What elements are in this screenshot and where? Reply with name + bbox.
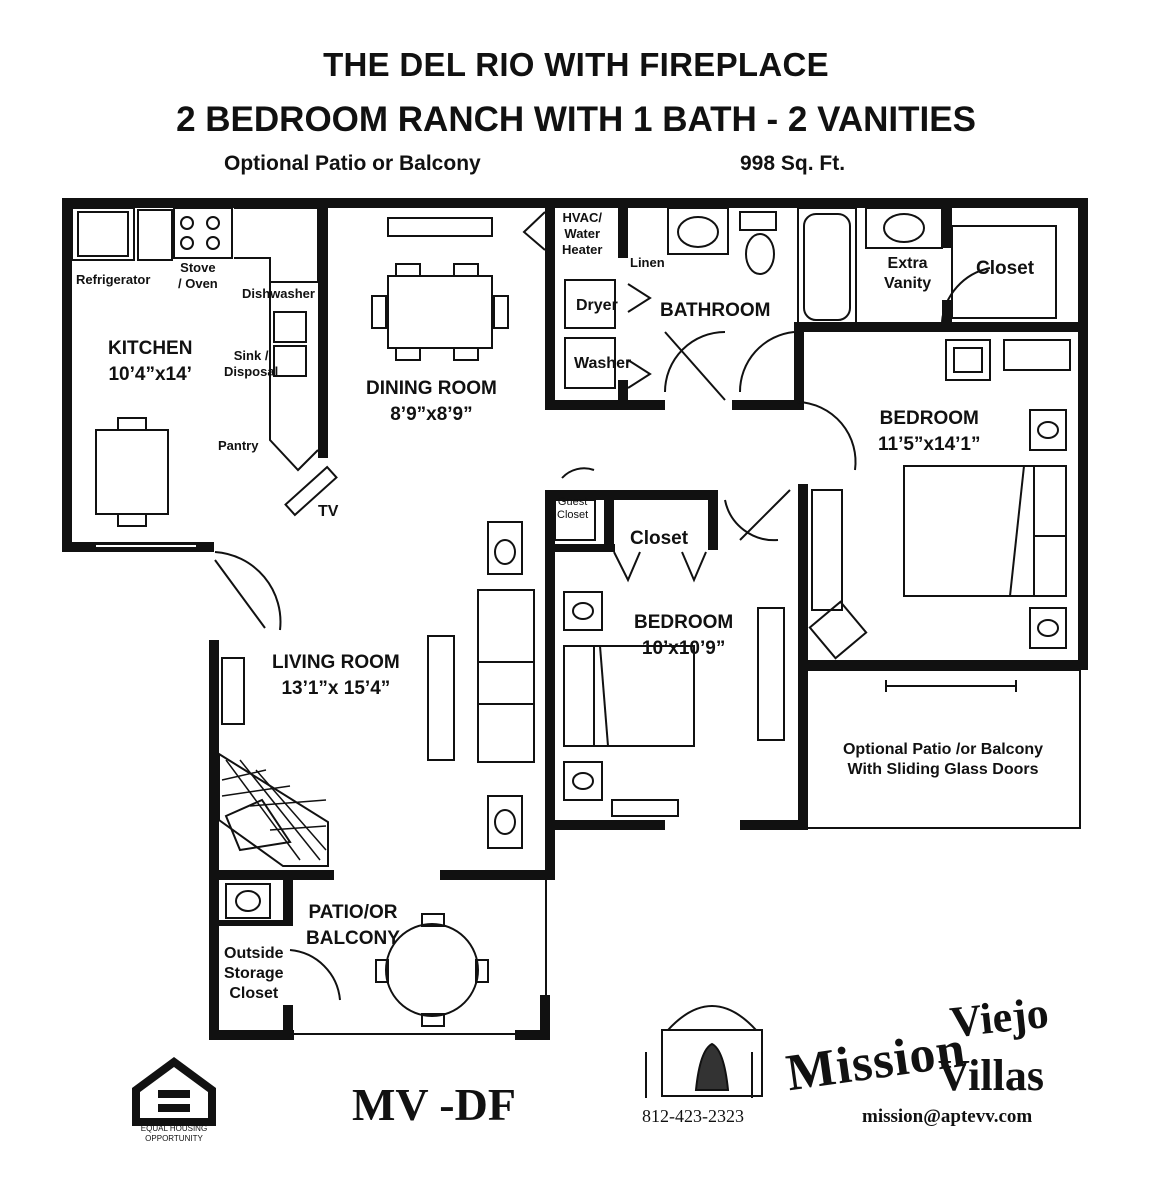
- brand-word-viejo: Viejo: [947, 987, 1051, 1048]
- bell-tower-logo-icon: [645, 1005, 763, 1098]
- master-closet-label: Closet: [976, 258, 1035, 279]
- option-note: Optional Patio or Balcony: [224, 152, 481, 175]
- fixtures-and-furniture: [71, 207, 1081, 1035]
- square-footage: 998 Sq. Ft.: [740, 152, 846, 175]
- fireplace-hatch: [221, 759, 327, 861]
- bedroom-2-closet-label: Closet: [630, 528, 689, 549]
- plan-title: THE DEL RIO WITH FIREPLACE: [323, 46, 829, 83]
- sink-label: Sink /Disposal: [224, 348, 279, 379]
- plan-code: MV -DF: [352, 1079, 516, 1130]
- washer-label: Washer: [574, 355, 632, 372]
- stove-label: Stove/ Oven: [178, 260, 218, 291]
- equal-housing-icon: [132, 1057, 216, 1126]
- plan-subtitle: 2 BEDROOM RANCH WITH 1 BATH - 2 VANITIES: [176, 100, 976, 139]
- brand-word-villas: Villas: [938, 1051, 1044, 1100]
- linen-label: Linen: [630, 255, 665, 270]
- walls: [62, 198, 1088, 1040]
- bathroom-label: BATHROOM: [660, 300, 771, 321]
- pantry-label: Pantry: [218, 438, 259, 453]
- email-address: mission@aptevv.com: [862, 1106, 1033, 1127]
- refrigerator-label: Refrigerator: [76, 272, 151, 287]
- dryer-label: Dryer: [576, 297, 618, 314]
- dishwasher-label: Dishwasher: [242, 286, 315, 301]
- tv-label: TV: [318, 503, 339, 520]
- phone-number: 812-423-2323: [642, 1106, 744, 1126]
